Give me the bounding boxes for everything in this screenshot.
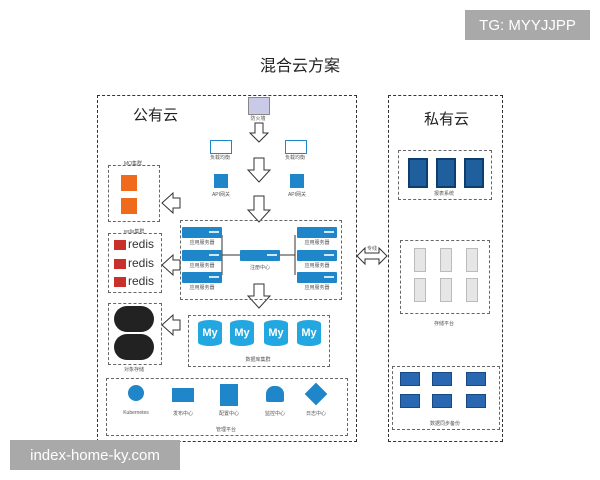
redis-icon xyxy=(114,259,126,269)
report-server-icon xyxy=(464,158,484,188)
network-switch-icon xyxy=(466,394,486,408)
diagram-title: 混合云方案 xyxy=(259,58,340,75)
redis-cluster-box xyxy=(108,233,162,293)
redis-label: redis xyxy=(128,256,155,270)
watermark-bottom: index-home-ky.com xyxy=(10,440,180,470)
app-server xyxy=(182,272,222,283)
management-platform-box xyxy=(106,378,348,436)
storage-disk-icon xyxy=(440,248,452,272)
report-system-label: 报表系统 xyxy=(433,191,454,197)
app-server-label: 应用服务器 xyxy=(189,285,215,291)
report-system-box xyxy=(398,150,492,200)
watermark-top: TG: MYYJJPP xyxy=(465,10,590,40)
registry-server xyxy=(240,250,280,261)
app-server xyxy=(182,250,222,261)
cloud-storage-icon xyxy=(114,334,154,360)
storage-disk-icon xyxy=(440,278,452,302)
network-switch-icon xyxy=(466,372,486,386)
report-server-icon xyxy=(436,158,456,188)
app-server-label: 应用服务器 xyxy=(304,263,330,269)
mq-cluster-box xyxy=(108,165,160,222)
file-storage-label: 对象存储 xyxy=(123,367,144,373)
load-balancer-label: 负载均衡 xyxy=(209,155,230,161)
public-cloud-zone xyxy=(97,95,357,442)
redis-icon xyxy=(114,277,126,287)
app-server-cluster xyxy=(180,220,342,300)
monitor-label: 监控中心 xyxy=(264,411,285,417)
link-label: 专线 xyxy=(366,246,377,252)
api-gateway-icon xyxy=(214,174,228,188)
load-balancer-icon xyxy=(285,140,307,154)
sync-backup-box xyxy=(392,366,500,430)
file-storage-box xyxy=(108,303,162,365)
network-switch-icon xyxy=(400,394,420,408)
load-balancer-label: 负载均衡 xyxy=(284,155,305,161)
rabbitmq-icon xyxy=(121,198,137,214)
mysql-db-icon: My xyxy=(230,320,254,346)
storage-disk-icon xyxy=(466,248,478,272)
report-server-icon xyxy=(408,158,428,188)
private-cloud-zone xyxy=(388,95,503,442)
network-switch-icon xyxy=(432,394,452,408)
rabbitmq-icon xyxy=(121,175,137,191)
kubernetes-label: Kubernetes xyxy=(123,410,149,416)
mysql-db-icon: My xyxy=(264,320,288,346)
app-server xyxy=(297,272,337,283)
management-platform-label: 管理平台 xyxy=(215,427,236,433)
firewall-label: 防火墙 xyxy=(250,116,266,122)
storage-platform-box xyxy=(400,240,490,314)
storage-platform-label: 存储平台 xyxy=(433,321,454,327)
private-cloud-label: 私有云 xyxy=(424,111,470,128)
storage-disk-icon xyxy=(466,278,478,302)
kubernetes-icon xyxy=(128,385,144,401)
storage-disk-icon xyxy=(414,248,426,272)
log-label: 日志中心 xyxy=(305,411,326,417)
app-server xyxy=(297,250,337,261)
db-cluster-label: 数据库集群 xyxy=(245,357,271,363)
mysql-db-icon: My xyxy=(297,320,321,346)
sync-backup-label: 数据同步备份 xyxy=(429,421,460,427)
mysql-db-icon: My xyxy=(198,320,222,346)
api-gateway-icon xyxy=(290,174,304,188)
app-server-label: 应用服务器 xyxy=(304,240,330,246)
api-gateway-label: API网关 xyxy=(211,192,231,198)
redis-cluster-label: redis集群 xyxy=(123,229,145,235)
api-gateway-label: API网关 xyxy=(287,192,307,198)
firewall-icon xyxy=(248,97,270,115)
deploy-icon xyxy=(172,388,194,402)
redis-icon xyxy=(114,240,126,250)
deploy-label: 发布中心 xyxy=(172,411,193,417)
config-label: 配置中心 xyxy=(218,411,239,417)
registry-label: 注册中心 xyxy=(249,265,270,271)
monitor-icon xyxy=(266,386,284,402)
app-server-label: 应用服务器 xyxy=(304,285,330,291)
app-server xyxy=(297,227,337,238)
config-icon xyxy=(220,384,238,406)
network-switch-icon xyxy=(432,372,452,386)
cloud-storage-icon xyxy=(114,306,154,332)
mq-cluster-label: MQ集群 xyxy=(123,161,143,167)
public-cloud-label: 公有云 xyxy=(133,107,179,124)
app-server-label: 应用服务器 xyxy=(189,263,215,269)
redis-label: redis xyxy=(128,237,155,251)
redis-label: redis xyxy=(128,274,155,288)
storage-disk-icon xyxy=(414,278,426,302)
network-switch-icon xyxy=(400,372,420,386)
load-balancer-icon xyxy=(210,140,232,154)
app-server-label: 应用服务器 xyxy=(189,240,215,246)
db-cluster-box xyxy=(188,315,330,367)
app-server xyxy=(182,227,222,238)
